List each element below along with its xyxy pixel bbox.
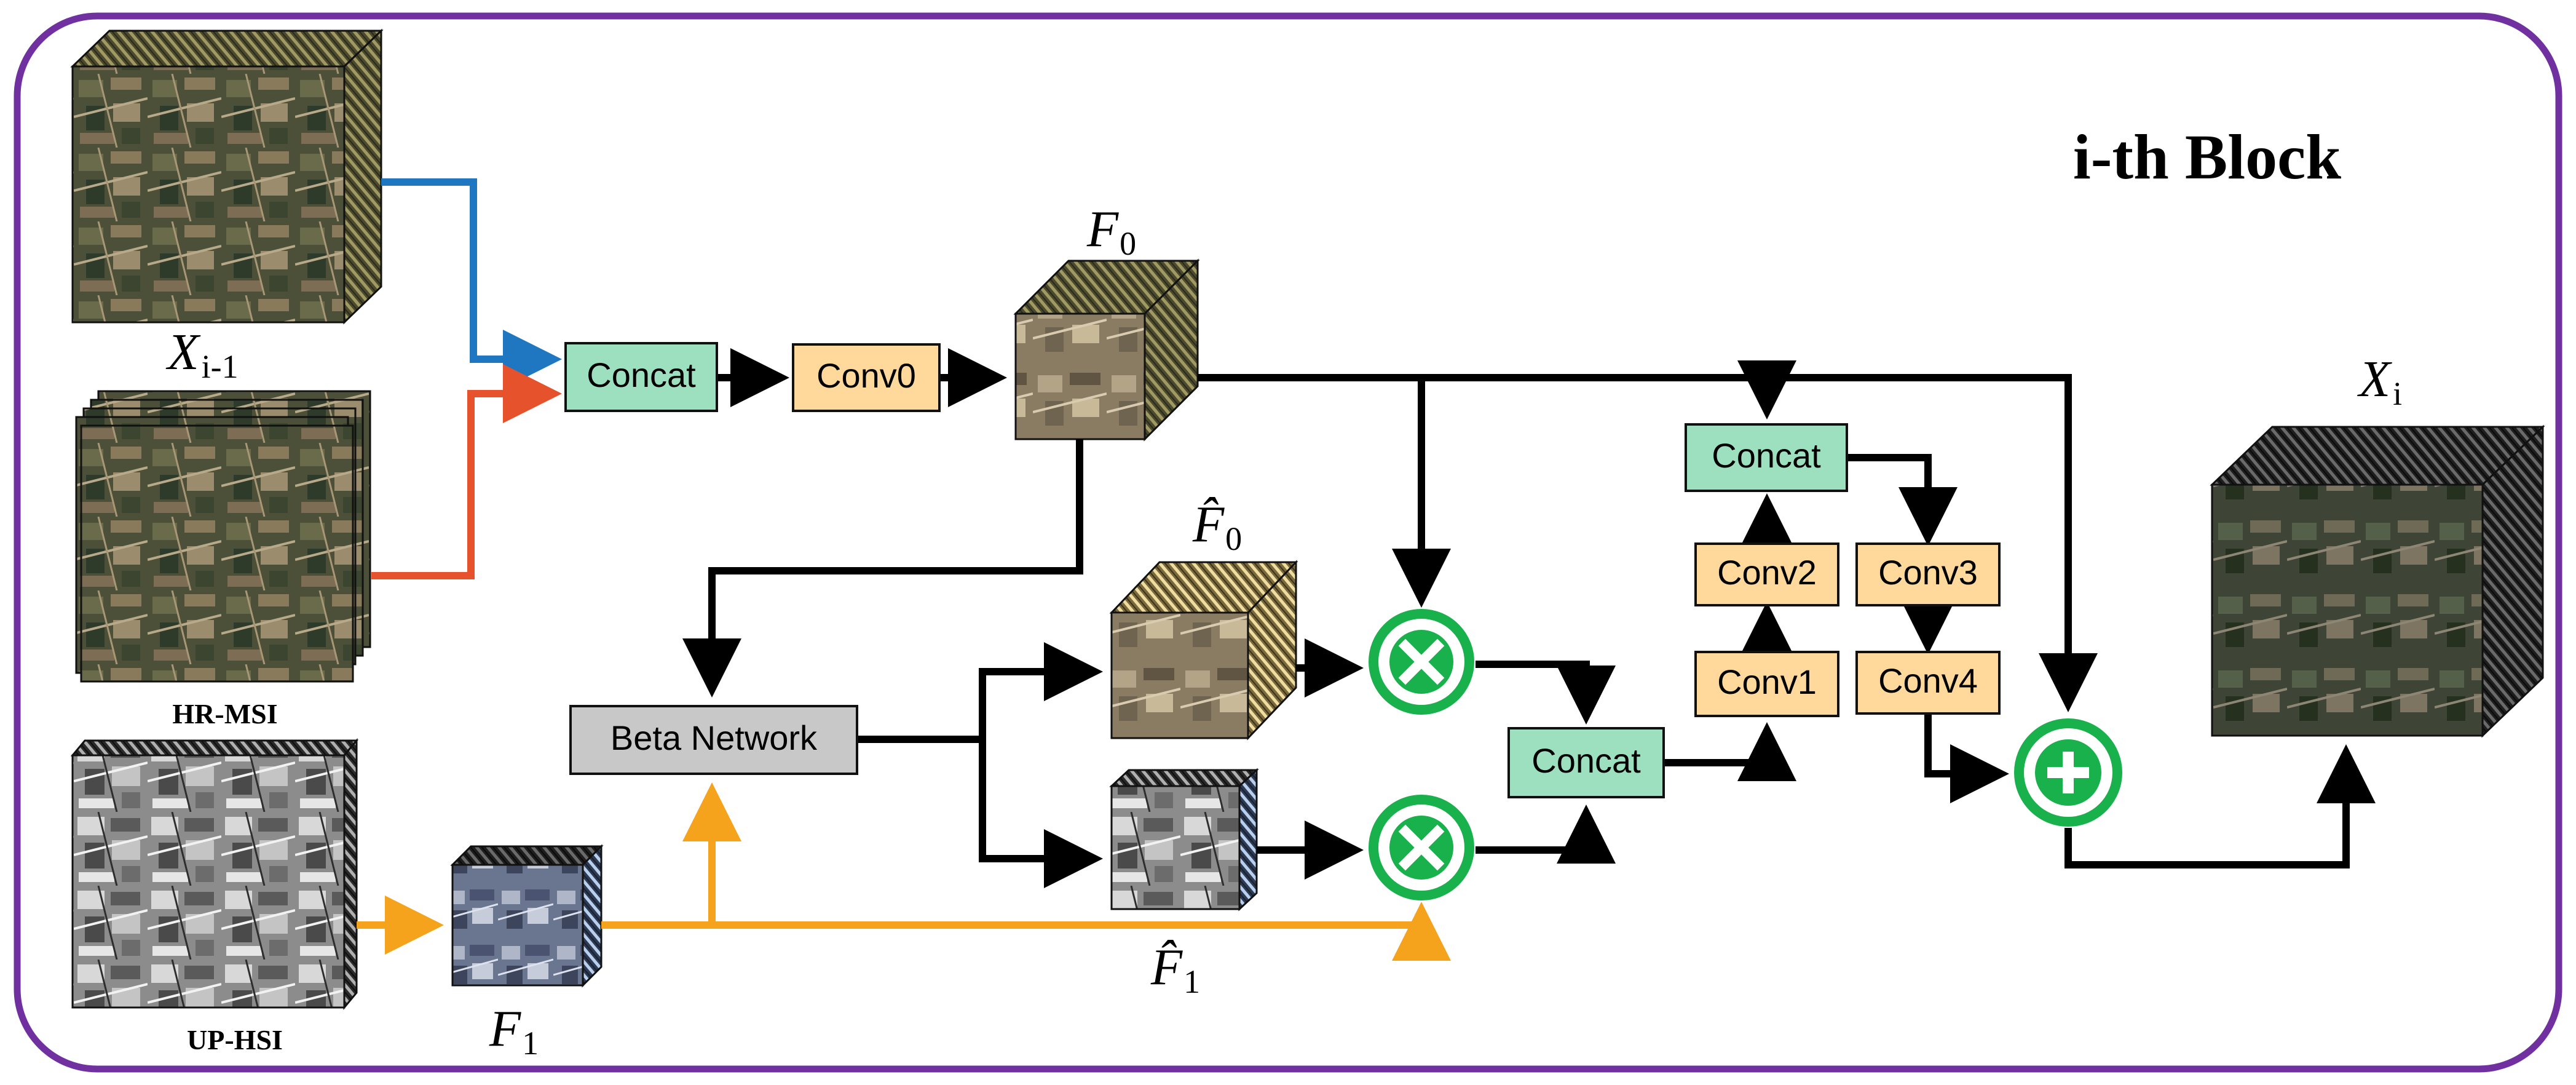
concat1-node: Concat	[564, 342, 718, 412]
conv4-node: Conv4	[1855, 651, 2001, 715]
edge-f1-mult2	[601, 902, 1451, 961]
svg-text:Concat: Concat	[1712, 436, 1821, 475]
edge-conv4-add	[1924, 713, 2009, 803]
edge-xprev-concat1	[381, 178, 562, 389]
svg-text:Conv4: Conv4	[1878, 661, 1978, 700]
svg-text:Concat: Concat	[1531, 741, 1641, 780]
svg-text:Conv3: Conv3	[1878, 553, 1978, 592]
svg-text:Conv2: Conv2	[1717, 553, 1817, 592]
multiply-icon	[1369, 609, 1474, 715]
add-icon	[2014, 718, 2122, 827]
concat3-node: Concat	[1685, 423, 1848, 492]
label-up-hsi: UP-HSI	[187, 1024, 283, 1055]
conv2-node: Conv2	[1694, 542, 1839, 606]
label-x-out: Xi	[2357, 351, 2402, 412]
conv3-node: Conv3	[1855, 542, 2001, 606]
hr-msi-stack	[75, 390, 371, 683]
edge-concat2-conv1	[1664, 722, 1796, 781]
conv0-node: Conv0	[792, 343, 941, 412]
edge-f0-beta	[682, 439, 1083, 698]
block-title: i-th Block	[2073, 122, 2341, 193]
x-out-cube	[2210, 424, 2545, 738]
label-f1-hat: F̂1	[1150, 939, 1200, 1000]
block-frame	[14, 12, 2562, 1073]
multiply-icon	[1369, 795, 1474, 900]
f1-cube	[450, 844, 604, 988]
label-x-prev: Xi-1	[165, 324, 238, 385]
edge-beta-split	[857, 642, 1103, 743]
label-hr-msi: HR-MSI	[172, 698, 277, 729]
label-f0: F0	[1086, 201, 1136, 262]
edge-concat3-conv3	[1847, 454, 1958, 546]
conv1-node: Conv1	[1694, 651, 1839, 717]
x-prev-cube	[70, 28, 384, 325]
label-f1: F1	[489, 1000, 539, 1062]
svg-text:Conv1: Conv1	[1717, 662, 1817, 701]
edge-f0-bus	[1198, 374, 2098, 712]
svg-text:Concat: Concat	[587, 356, 696, 394]
edge-add-xout	[2064, 744, 2376, 868]
label-f0-hat: F̂0	[1192, 496, 1242, 557]
up-hsi-cube	[70, 737, 359, 1011]
f0-cube	[1013, 258, 1200, 442]
edge-hrmsi-concat1	[371, 364, 562, 579]
concat2-node: Concat	[1507, 727, 1665, 798]
svg-text:Conv0: Conv0	[816, 356, 916, 395]
f0-hat-cube	[1109, 560, 1298, 741]
edge-beta-f1hat	[979, 739, 1103, 888]
edge-mult2-concat2	[1476, 805, 1616, 864]
edge-mult1-concat2	[1476, 661, 1616, 725]
beta-network-node: Beta Network	[569, 705, 858, 775]
svg-text:Beta Network: Beta Network	[610, 718, 818, 757]
f1-hat-cube	[1109, 768, 1259, 912]
